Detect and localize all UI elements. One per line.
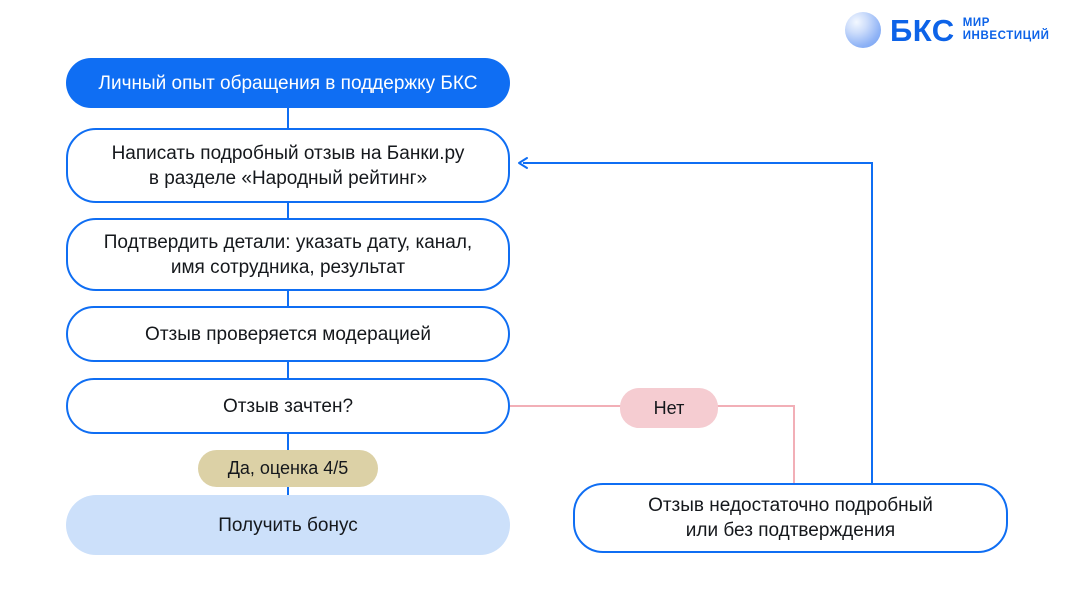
feedback-horizontal-line [523, 162, 873, 164]
start-node: Личный опыт обращения в поддержку БКС [66, 58, 510, 108]
connector-confirm-to-moderation-line [287, 291, 289, 306]
feedback-vertical-line [871, 162, 873, 483]
no-branch-vertical-line [793, 405, 795, 483]
connector-start-to-write-line [287, 108, 289, 128]
decision-node: Отзыв зачтен? [66, 378, 510, 434]
rejected-node: Отзыв недостаточно подробный или без под… [573, 483, 1008, 553]
bonus-node: Получить бонус [66, 495, 510, 555]
bks-logo: БКС МИР ИНВЕСТИЦИЙ [845, 12, 1049, 48]
connector-moderation-to-decision-line [287, 362, 289, 378]
logo-tagline-line2: ИНВЕСТИЦИЙ [962, 30, 1050, 42]
connector-write-to-confirm-line [287, 203, 289, 218]
globe-sphere-icon [845, 12, 881, 48]
moderation-node: Отзыв проверяется модерацией [66, 306, 510, 362]
yes-label-tag: Да, оценка 4/5 [198, 450, 378, 487]
write-review-node: Написать подробный отзыв на Банки.ру в р… [66, 128, 510, 203]
arrow-left-icon [518, 157, 528, 169]
logo-brand-text: БКС [890, 12, 955, 48]
no-label-tag: Нет [620, 388, 718, 428]
confirm-details-node: Подтвердить детали: указать дату, канал,… [66, 218, 510, 291]
logo-tagline-line1: МИР [962, 17, 991, 29]
logo-tagline: МИР ИНВЕСТИЦИЙ [963, 17, 1050, 43]
